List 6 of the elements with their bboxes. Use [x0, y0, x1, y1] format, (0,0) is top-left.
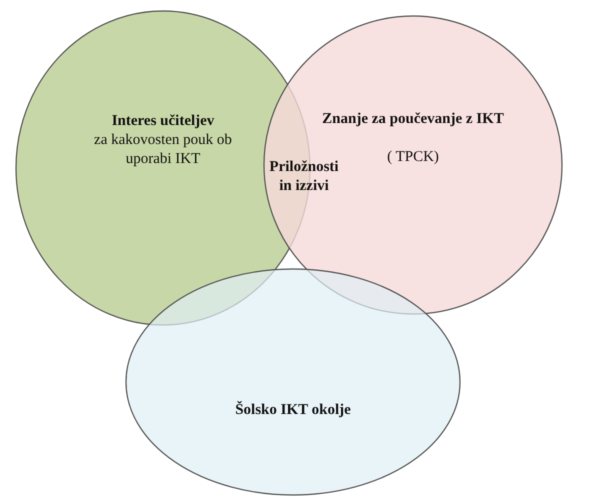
circle-heading: Šolsko IKT okolje	[234, 401, 352, 420]
overlap-label: Priložnosti in izzivi	[268, 158, 340, 196]
circle-text: ( TPCK)	[386, 148, 440, 167]
circle-heading: Interes učiteljev	[110, 112, 216, 131]
circle-text: za kakovosten pouk ob uporabi IKT	[93, 131, 233, 169]
circle-heading: Znanje za poučevanje z IKT	[321, 110, 505, 129]
